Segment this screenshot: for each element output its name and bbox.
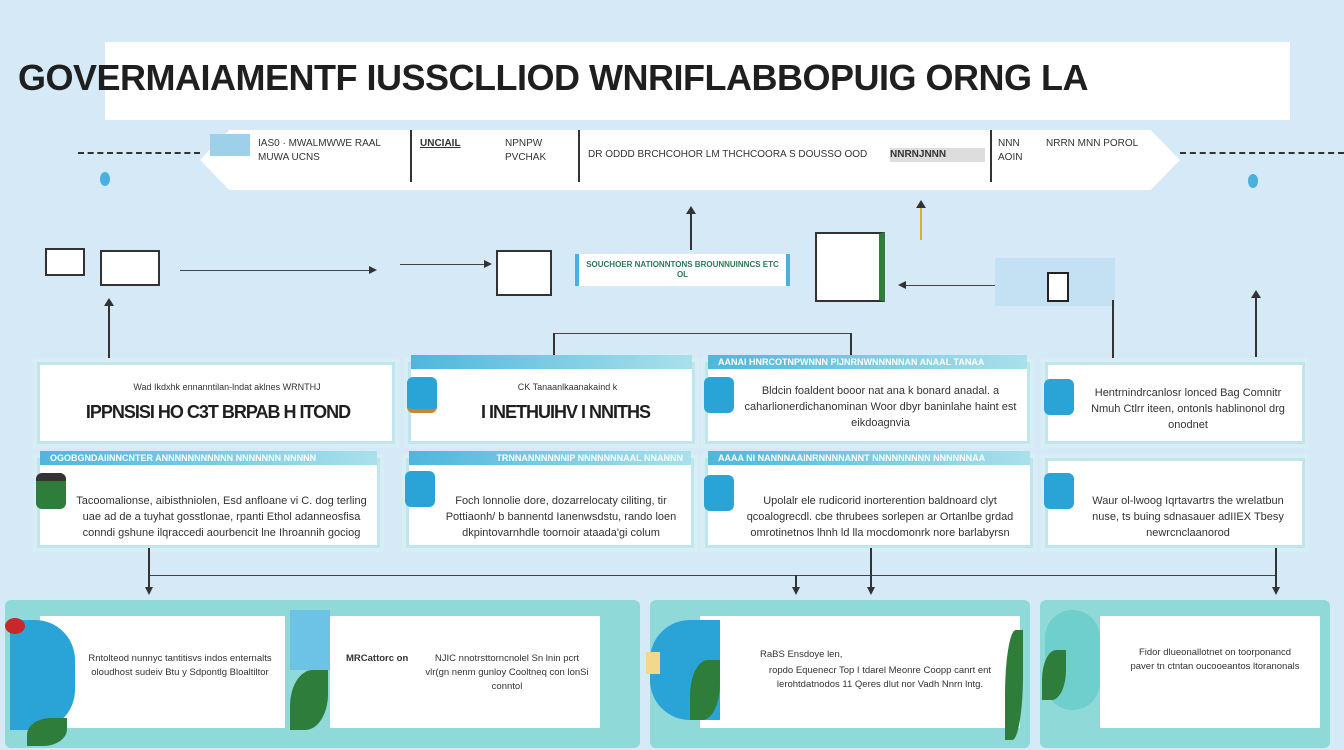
- card-5: OGOBGNDAIINNCNTER ANNNNNNNNNNN NNNNNNN N…: [36, 451, 380, 548]
- server-icon: [496, 250, 552, 296]
- card-icon: [1044, 379, 1074, 415]
- card-heading: I INETHUIHV I NNITHS: [480, 402, 651, 422]
- panel-inner: [330, 616, 600, 728]
- card-4: Hentrnindrcanlosr lonced Bag Comnitr Nmu…: [1044, 362, 1305, 444]
- panel-inner: [40, 616, 285, 728]
- card-header: OGOBGNDAIINNCNTER ANNNNNNNNNNN NNNNNNN N…: [40, 451, 377, 465]
- panel-1: Rntolteod nunnyc tantitisvs indos entern…: [5, 600, 320, 748]
- device-icon: [1047, 272, 1069, 302]
- divider: [990, 130, 992, 182]
- card-header: TRNNANNNNNNIP NNNNNNNAAL NNANNN: [409, 451, 691, 465]
- divider: [578, 130, 580, 182]
- card-icon: [405, 471, 435, 507]
- card-icon: [407, 377, 437, 413]
- title-banner: [105, 42, 1290, 120]
- card-icon: [704, 377, 734, 413]
- arrow-down: [867, 548, 875, 595]
- connector: [1112, 300, 1114, 358]
- divider: [410, 130, 412, 182]
- card-body: Upolalr ele rudicorid inorterention bald…: [746, 495, 1014, 539]
- band-segment: DR ODDD BRCHCOHOR LM THCHCOORA S DOUSSO …: [588, 149, 868, 160]
- card-icon: [36, 473, 66, 509]
- card-1: Wad Ikdxhk ennanntilan-lndat aklnes WRNT…: [37, 362, 395, 444]
- band-segment: NNRNJNNN: [890, 148, 985, 162]
- card-header: AAAA NI NANNNAAINRNNNNANNT NNNNNNNNN NNN…: [708, 451, 1030, 465]
- card-subtitle: Wad Ikdxhk ennanntilan-lndat aklnes WRNT…: [133, 382, 321, 392]
- arrow-up: [916, 200, 926, 240]
- panel-heading: MRCattorc on: [346, 653, 409, 664]
- panel-body: Fidor dlueonallotnet on toorponancd pave…: [1130, 647, 1300, 672]
- tag-icon: [646, 652, 660, 674]
- panel-inner: [1100, 616, 1320, 728]
- card-heading: IPPNSISI HO C3T BRPAB H ITOND: [85, 402, 351, 422]
- panel-body: NJIC nnotrsttorncnolel Sn lnin pcrt vlr(…: [425, 653, 589, 692]
- arrow: [400, 260, 492, 268]
- card-body: Bldcin foaldent booor nat ana k bonard a…: [744, 385, 1017, 429]
- card-header: AANAI HNRCOTNPWNNN PIJNRNWNNNNNAN ANAAL …: [708, 355, 1027, 369]
- leaf-icon: [27, 718, 67, 746]
- card-body: Hentrnindrcanlosr lonced Bag Comnitr Nmu…: [1091, 387, 1285, 431]
- card-icon: [1044, 473, 1074, 509]
- band-segment: NRRN MNN POROL: [1046, 138, 1139, 149]
- globe-icon: [10, 620, 75, 730]
- band-segment: UNCIAIL: [420, 138, 461, 149]
- band-segment: IAS0 · MWALMWWE RAAL MUWA UCNS: [258, 138, 381, 163]
- arrow: [180, 266, 377, 274]
- computer-icon: [45, 248, 85, 276]
- card-body: Waur ol-lwoog Iqrtavartrs the wrelatbun …: [1092, 495, 1284, 539]
- card-body: Foch lonnolie dore, dozarrelocaty ciliti…: [445, 495, 677, 539]
- node-dot: [1248, 174, 1258, 188]
- dashed-connector-left: [78, 152, 200, 154]
- panel-body: ropdo Equenecr Top I tdarel Meonre Coopp…: [768, 665, 992, 690]
- panel-3: RaBS Ensdoye len, ropdo Equenecr Top I t…: [646, 600, 1030, 748]
- diagram-title: GOVERMAIAMENTF IUSSCLLIOD WNRIFLABBOPUIG…: [18, 57, 1088, 98]
- card-7: AAAA NI NANNNAAINRNNNNANNT NNNNNNNNN NNN…: [704, 451, 1033, 548]
- dashed-connector-right: [1180, 152, 1344, 154]
- card-2: CK Tanaanlkaanakaind k I INETHUIHV I NNI…: [407, 355, 695, 444]
- panel-2: MRCattorc on NJIC nnotrsttorncnolel Sn l…: [290, 600, 640, 748]
- card-body: Tacoomalionse, aibisthniolen, Esd anfloa…: [76, 495, 367, 539]
- pin-icon: [5, 618, 25, 634]
- arrow-up: [104, 298, 114, 358]
- band-icon: [210, 134, 250, 156]
- arrow-down: [1272, 548, 1280, 595]
- arrow-up: [1251, 290, 1261, 357]
- connector: [850, 333, 852, 358]
- process-band: [200, 130, 1180, 190]
- leaf-icon: [1005, 630, 1023, 740]
- computer-icon: [100, 250, 160, 286]
- connector: [148, 575, 1275, 576]
- connector: [553, 333, 555, 358]
- cabinet-icon: [815, 232, 885, 302]
- arrow-up: [686, 206, 696, 250]
- panel-heading: RaBS Ensdoye len,: [760, 649, 843, 660]
- node-dot: [100, 172, 110, 186]
- panel-body: Rntolteod nunnyc tantitisvs indos entern…: [88, 653, 272, 678]
- arrow-down: [145, 548, 153, 595]
- card-icon: [704, 475, 734, 511]
- arrow: [898, 281, 1020, 289]
- card-3: AANAI HNRCOTNPWNNN PIJNRNWNNNNNAN ANAAL …: [704, 355, 1030, 444]
- card-subtitle: CK Tanaanlkaanakaind k: [517, 382, 618, 392]
- panel-4: Fidor dlueonallotnet on toorponancd pave…: [1040, 600, 1330, 748]
- card-header: [411, 355, 692, 369]
- arrow-down: [792, 575, 800, 595]
- middle-label-box: SOUCHOER NATIONNTONS BROUNNUINNCS ETC OL: [575, 254, 790, 286]
- tree-icon: [290, 610, 330, 670]
- card-6: TRNNANNNNNNIP NNNNNNNAAL NNANNN Foch lon…: [405, 451, 694, 548]
- connector: [553, 333, 850, 334]
- panel-inner: [700, 616, 1020, 728]
- card-8: Waur ol-lwoog Iqrtavartrs the wrelatbun …: [1044, 458, 1305, 548]
- band-segment: NPNPW PVCHAK: [505, 138, 547, 163]
- leaf-icon: [290, 670, 328, 730]
- band-segment: NNN AOIN: [998, 138, 1023, 163]
